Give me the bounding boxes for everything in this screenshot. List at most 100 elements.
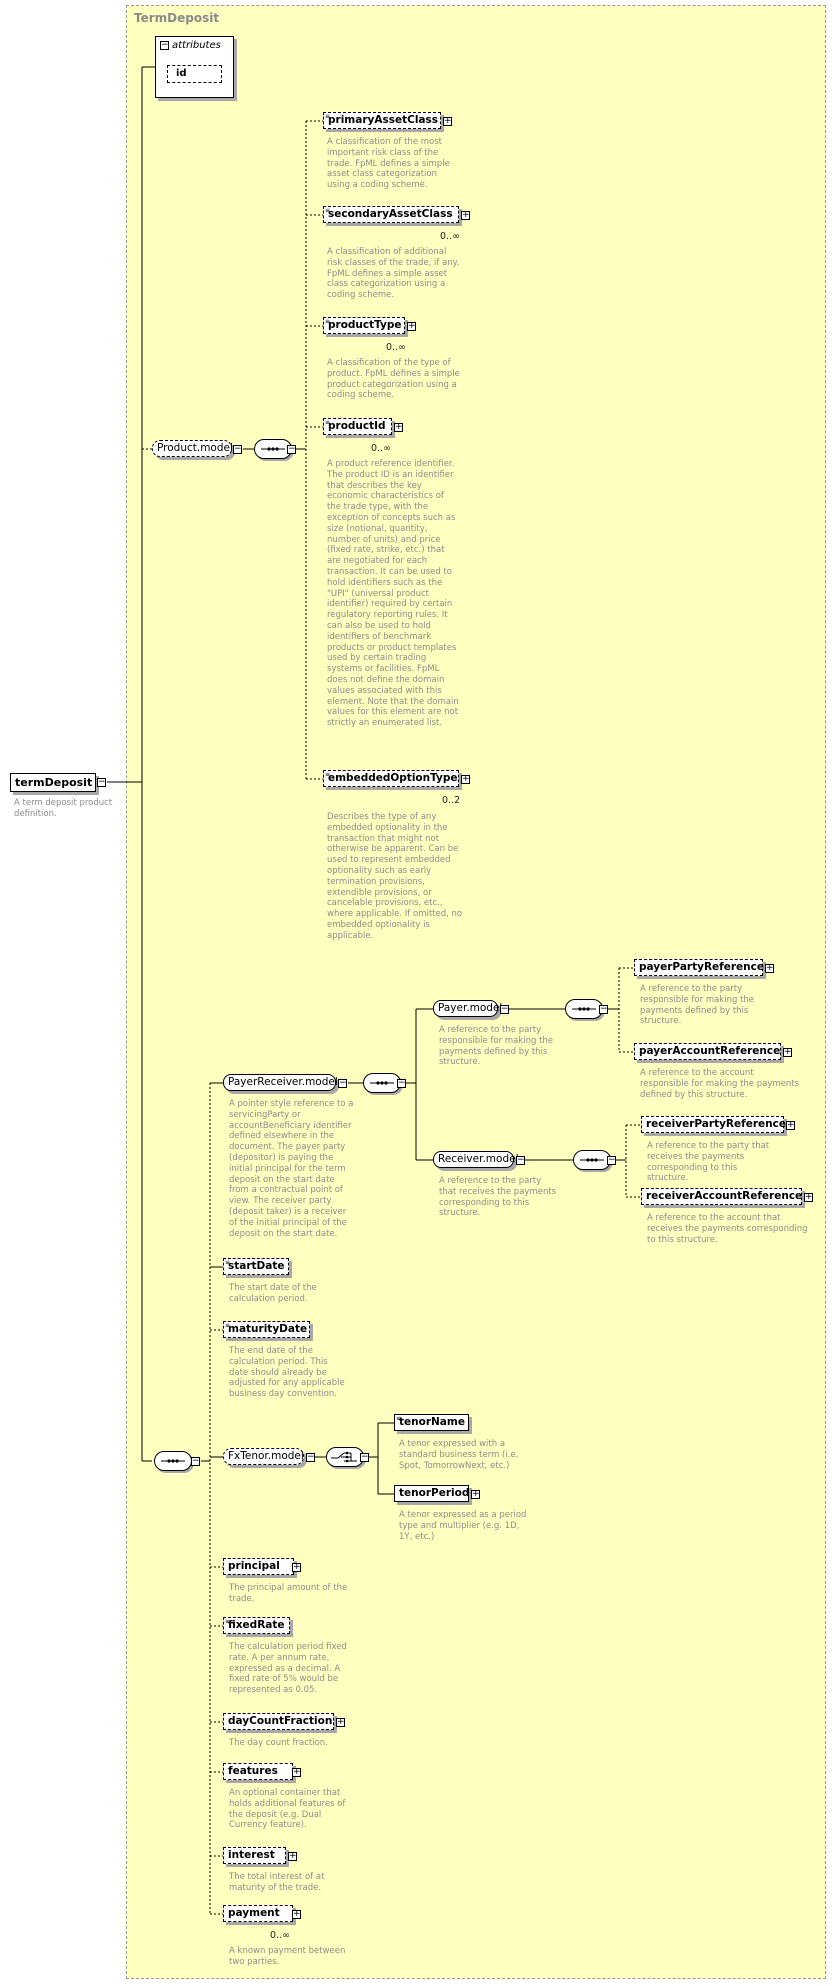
expand-icon[interactable]: +: [765, 963, 774, 973]
root-description: A term deposit product definition.: [14, 798, 113, 819]
attributes-title: attributes: [172, 40, 221, 51]
collapse-icon[interactable]: −: [516, 1155, 525, 1165]
element-description: The day count fraction.: [229, 1738, 328, 1748]
root-element-termdeposit[interactable]: termDeposit: [10, 773, 96, 792]
cardinality-label: 0..∞: [270, 1930, 290, 1941]
reference-icon: ≡: [325, 318, 331, 325]
expand-icon[interactable]: +: [471, 1489, 480, 1499]
group-fxtenor-model[interactable]: FxTenor.model: [223, 1448, 304, 1465]
sequence-icon: [573, 1150, 611, 1170]
reference-icon: ≡: [225, 1618, 231, 1625]
expand-icon[interactable]: +: [292, 1562, 301, 1572]
element-description: The end date of the calculation period. …: [229, 1346, 345, 1400]
collapse-icon[interactable]: −: [360, 1452, 369, 1462]
collapse-icon[interactable]: −: [306, 1452, 315, 1462]
element-description: A reference to the account that receives…: [647, 1213, 808, 1245]
reference-icon: ≡: [396, 1415, 402, 1422]
collapse-icon[interactable]: −: [607, 1155, 616, 1165]
expand-icon[interactable]: +: [292, 1767, 301, 1777]
collapse-icon[interactable]: −: [397, 1078, 406, 1088]
element-receiver-party-reference[interactable]: receiverPartyReference: [641, 1116, 786, 1133]
sequence-icon: [154, 1451, 192, 1471]
group-description: A reference to the party that receives t…: [439, 1176, 557, 1219]
element-description: The calculation period fixed rate. A per…: [229, 1642, 347, 1696]
element-label: embeddedOptionType: [328, 772, 458, 784]
element-start-date[interactable]: ≡startDate: [223, 1258, 289, 1275]
collapse-icon[interactable]: −: [338, 1078, 347, 1088]
reference-icon: ≡: [225, 1322, 231, 1329]
element-tenor-name[interactable]: ≡tenorName: [394, 1414, 469, 1431]
element-product-type[interactable]: ≡productType: [323, 317, 405, 334]
reference-icon: ≡: [325, 207, 331, 214]
reference-icon: ≡: [325, 771, 331, 778]
collapse-icon[interactable]: −: [160, 40, 169, 50]
collapse-icon[interactable]: −: [500, 1004, 509, 1014]
expand-icon[interactable]: +: [443, 116, 452, 126]
termdeposit-group-box: [126, 5, 826, 1979]
element-description: A reference to the party that receives t…: [647, 1141, 770, 1184]
expand-icon[interactable]: +: [461, 210, 470, 220]
expand-icon[interactable]: +: [394, 422, 403, 432]
element-tenor-period[interactable]: tenorPeriod: [394, 1485, 469, 1502]
group-payer-receiver-model[interactable]: PayerReceiver.model: [223, 1074, 338, 1091]
group-description: A pointer style reference to a servicing…: [229, 1099, 354, 1239]
expand-icon[interactable]: +: [288, 1851, 297, 1861]
collapse-icon[interactable]: −: [599, 1004, 608, 1014]
expand-icon[interactable]: +: [783, 1047, 792, 1057]
element-payer-party-reference[interactable]: payerPartyReference: [634, 959, 764, 976]
cardinality-label: 0..∞: [371, 443, 391, 454]
expand-icon[interactable]: +: [804, 1192, 813, 1202]
element-description: The total interest of at maturity of the…: [229, 1872, 325, 1893]
expand-icon[interactable]: +: [461, 774, 470, 784]
element-description: A product reference identifier. The prod…: [327, 459, 459, 729]
element-label: productId: [328, 420, 386, 432]
element-product-id[interactable]: ≡productId: [323, 418, 392, 435]
element-receiver-account-reference[interactable]: receiverAccountReference: [641, 1188, 802, 1205]
expand-icon[interactable]: +: [786, 1120, 795, 1130]
sequence-icon: [565, 999, 603, 1019]
reference-icon: ≡: [325, 113, 331, 120]
sequence-icon: [254, 439, 292, 459]
element-primary-asset-class[interactable]: ≡primaryAssetClass: [323, 112, 441, 129]
element-label: productType: [328, 319, 402, 331]
cardinality-label: 0..∞: [386, 342, 406, 353]
element-features[interactable]: features: [223, 1763, 293, 1780]
element-maturity-date[interactable]: ≡maturityDate: [223, 1321, 310, 1338]
group-product-model[interactable]: Product.model: [152, 440, 233, 457]
group-description: A reference to the party responsible for…: [439, 1025, 554, 1068]
element-label: startDate: [228, 1260, 285, 1272]
element-description: A classification of additional risk clas…: [327, 247, 460, 301]
element-description: A reference to the account responsible f…: [640, 1068, 800, 1100]
element-payer-account-reference[interactable]: payerAccountReference: [634, 1043, 781, 1060]
element-payment[interactable]: payment: [223, 1905, 293, 1922]
cardinality-label: 0..2: [442, 795, 461, 806]
element-day-count-fraction[interactable]: dayCountFraction: [223, 1713, 334, 1730]
element-embedded-option-type[interactable]: ≡embeddedOptionType: [323, 770, 459, 787]
expand-icon[interactable]: +: [336, 1717, 345, 1727]
element-label: primaryAssetClass: [328, 114, 438, 126]
attribute-id[interactable]: id: [167, 65, 222, 83]
element-description: An optional container that holds additio…: [229, 1788, 346, 1831]
element-label: maturityDate: [228, 1323, 308, 1335]
collapse-icon[interactable]: −: [191, 1456, 200, 1466]
attributes-box: − attributes id: [155, 36, 234, 98]
group-receiver-model[interactable]: Receiver.model: [433, 1151, 519, 1168]
element-secondary-asset-class[interactable]: ≡secondaryAssetClass: [323, 206, 459, 223]
group-payer-model[interactable]: Payer.model: [433, 1000, 502, 1017]
collapse-icon[interactable]: −: [287, 444, 296, 454]
element-description: A reference to the party responsible for…: [640, 984, 755, 1027]
element-interest[interactable]: interest: [223, 1847, 286, 1864]
expand-icon[interactable]: +: [407, 321, 416, 331]
expand-icon[interactable]: +: [292, 1909, 301, 1919]
element-description: The principal amount of the trade.: [229, 1583, 348, 1604]
element-principal[interactable]: principal: [223, 1558, 294, 1575]
element-description: A tenor expressed as a period type and m…: [399, 1510, 527, 1542]
element-description: The start date of the calculation period…: [229, 1283, 317, 1304]
cardinality-label: 0..∞: [440, 231, 460, 242]
collapse-icon[interactable]: −: [97, 777, 106, 787]
choice-icon: [326, 1447, 364, 1467]
element-fixed-rate[interactable]: ≡fixedRate: [223, 1617, 290, 1634]
collapse-icon[interactable]: −: [233, 444, 242, 454]
